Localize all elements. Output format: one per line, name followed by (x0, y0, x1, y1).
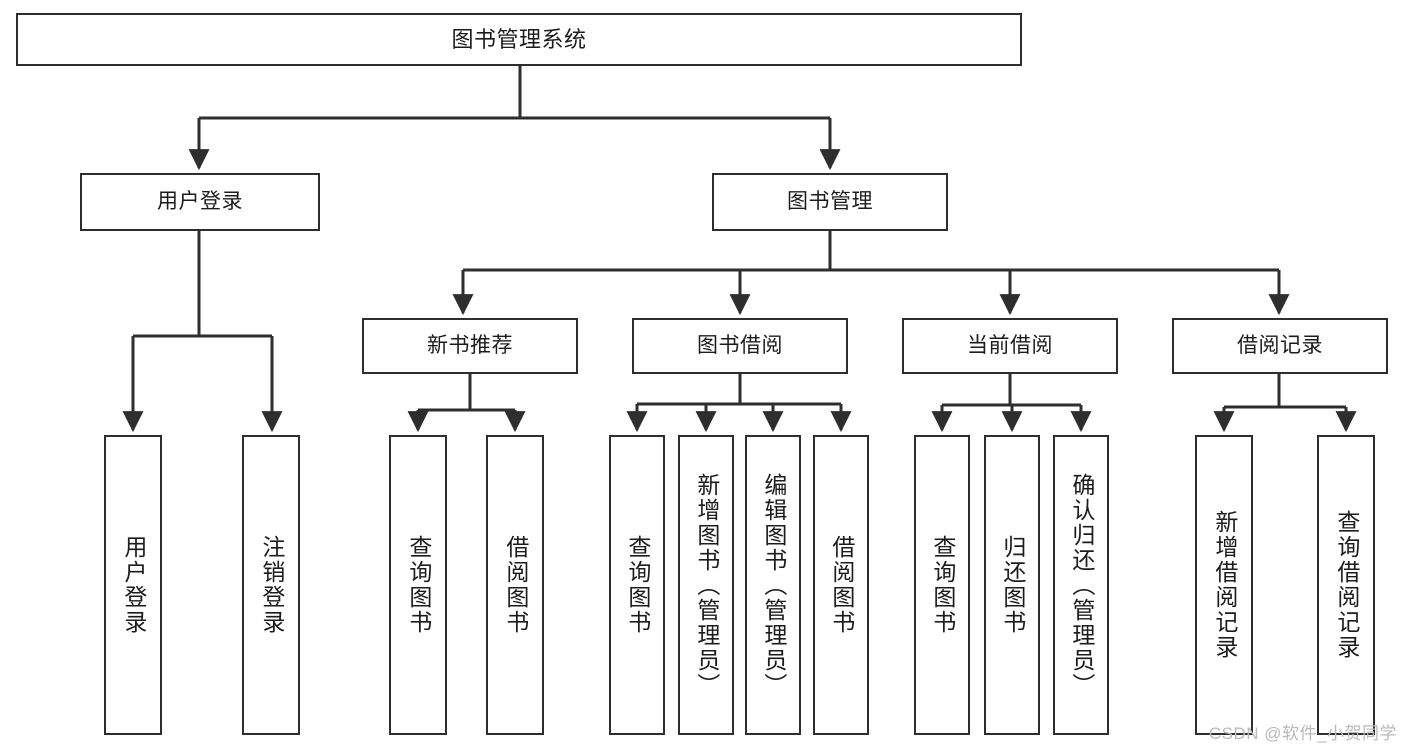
node-new-book-recommendation[interactable]: 新书推荐 (362, 318, 578, 374)
leaf-cb-query-book[interactable]: 查询图书 (914, 435, 970, 735)
node-book-borrow[interactable]: 图书借阅 (632, 318, 848, 374)
node-label: 借阅记录 (1237, 333, 1323, 357)
leaf-bb-query-book[interactable]: 查询图书 (609, 435, 665, 735)
node-label: 编辑图书（管理员） (760, 472, 787, 698)
node-label: 确认归还（管理员） (1068, 472, 1095, 698)
leaf-rec-borrow-book[interactable]: 借阅图书 (486, 435, 544, 735)
node-label: 图书管理系统 (451, 26, 587, 52)
node-current-borrow[interactable]: 当前借阅 (902, 318, 1118, 374)
node-book-manage[interactable]: 图书管理 (712, 173, 948, 231)
leaf-br-query-record[interactable]: 查询借阅记录 (1317, 435, 1375, 735)
node-label: 借阅图书 (828, 535, 855, 635)
node-label: 用户登录 (120, 535, 147, 635)
node-label: 查询图书 (929, 535, 956, 635)
node-label: 借阅图书 (502, 535, 529, 635)
leaf-rec-query-book[interactable]: 查询图书 (389, 435, 447, 735)
node-label: 注销登录 (258, 535, 285, 635)
node-label: 查询借阅记录 (1333, 510, 1360, 660)
node-borrow-record[interactable]: 借阅记录 (1172, 318, 1388, 374)
node-label: 用户登录 (157, 189, 243, 213)
node-label: 归还图书 (999, 535, 1026, 635)
node-label: 新增图书（管理员） (693, 472, 720, 698)
leaf-bb-edit-book-admin[interactable]: 编辑图书（管理员） (745, 435, 801, 735)
node-label: 图书管理 (787, 189, 873, 213)
node-label: 新增借阅记录 (1211, 510, 1238, 660)
node-label: 查询图书 (624, 535, 651, 635)
leaf-bb-borrow-book[interactable]: 借阅图书 (813, 435, 869, 735)
leaf-bb-add-book-admin[interactable]: 新增图书（管理员） (678, 435, 734, 735)
node-label: 当前借阅 (967, 333, 1053, 357)
leaf-br-add-record[interactable]: 新增借阅记录 (1195, 435, 1253, 735)
leaf-cb-confirm-return-admin[interactable]: 确认归还（管理员） (1053, 435, 1109, 735)
watermark-text: CSDN @软件_小贺同学 (1208, 724, 1397, 743)
leaf-user-login[interactable]: 用户登录 (104, 435, 162, 735)
node-label: 图书借阅 (697, 333, 783, 357)
node-root-book-management-system[interactable]: 图书管理系统 (16, 13, 1022, 66)
node-label: 新书推荐 (427, 333, 513, 357)
leaf-cb-return-book[interactable]: 归还图书 (984, 435, 1040, 735)
node-label: 查询图书 (405, 535, 432, 635)
leaf-user-logout[interactable]: 注销登录 (242, 435, 300, 735)
node-user-login[interactable]: 用户登录 (80, 173, 320, 231)
